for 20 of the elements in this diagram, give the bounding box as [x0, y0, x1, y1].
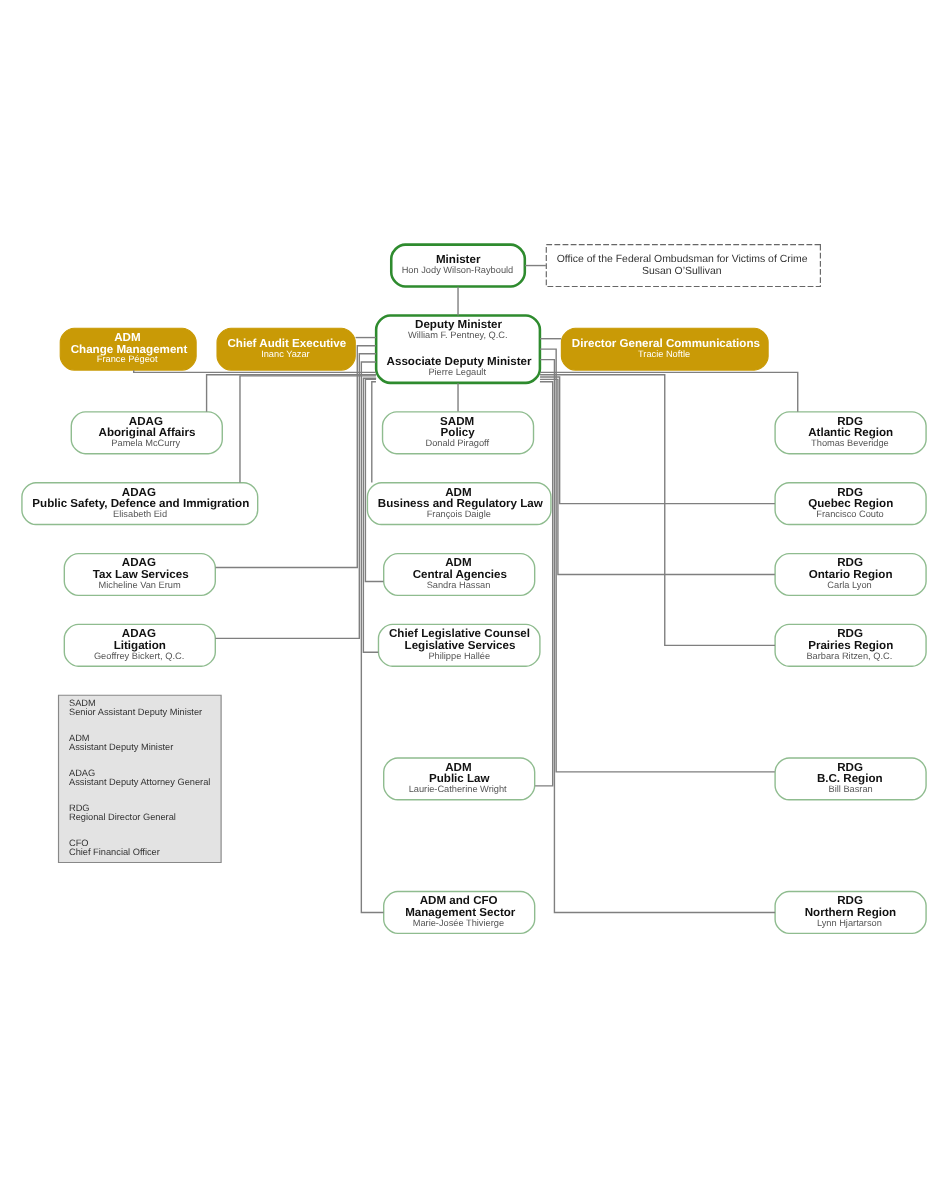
connector	[133, 369, 377, 374]
connector	[539, 358, 776, 914]
connector	[457, 285, 459, 317]
connector	[354, 336, 377, 339]
connector	[539, 348, 776, 773]
connector	[534, 381, 554, 787]
connector	[539, 376, 776, 505]
connector	[457, 382, 459, 413]
connector	[205, 374, 377, 413]
connector	[239, 375, 377, 484]
connector	[539, 374, 776, 647]
connector	[539, 378, 776, 576]
connector	[371, 381, 377, 484]
connector	[539, 338, 562, 340]
connector	[539, 371, 799, 413]
connector	[362, 377, 380, 653]
connector	[364, 378, 385, 583]
connector	[214, 353, 377, 640]
connector	[524, 264, 547, 267]
connector	[214, 345, 377, 569]
